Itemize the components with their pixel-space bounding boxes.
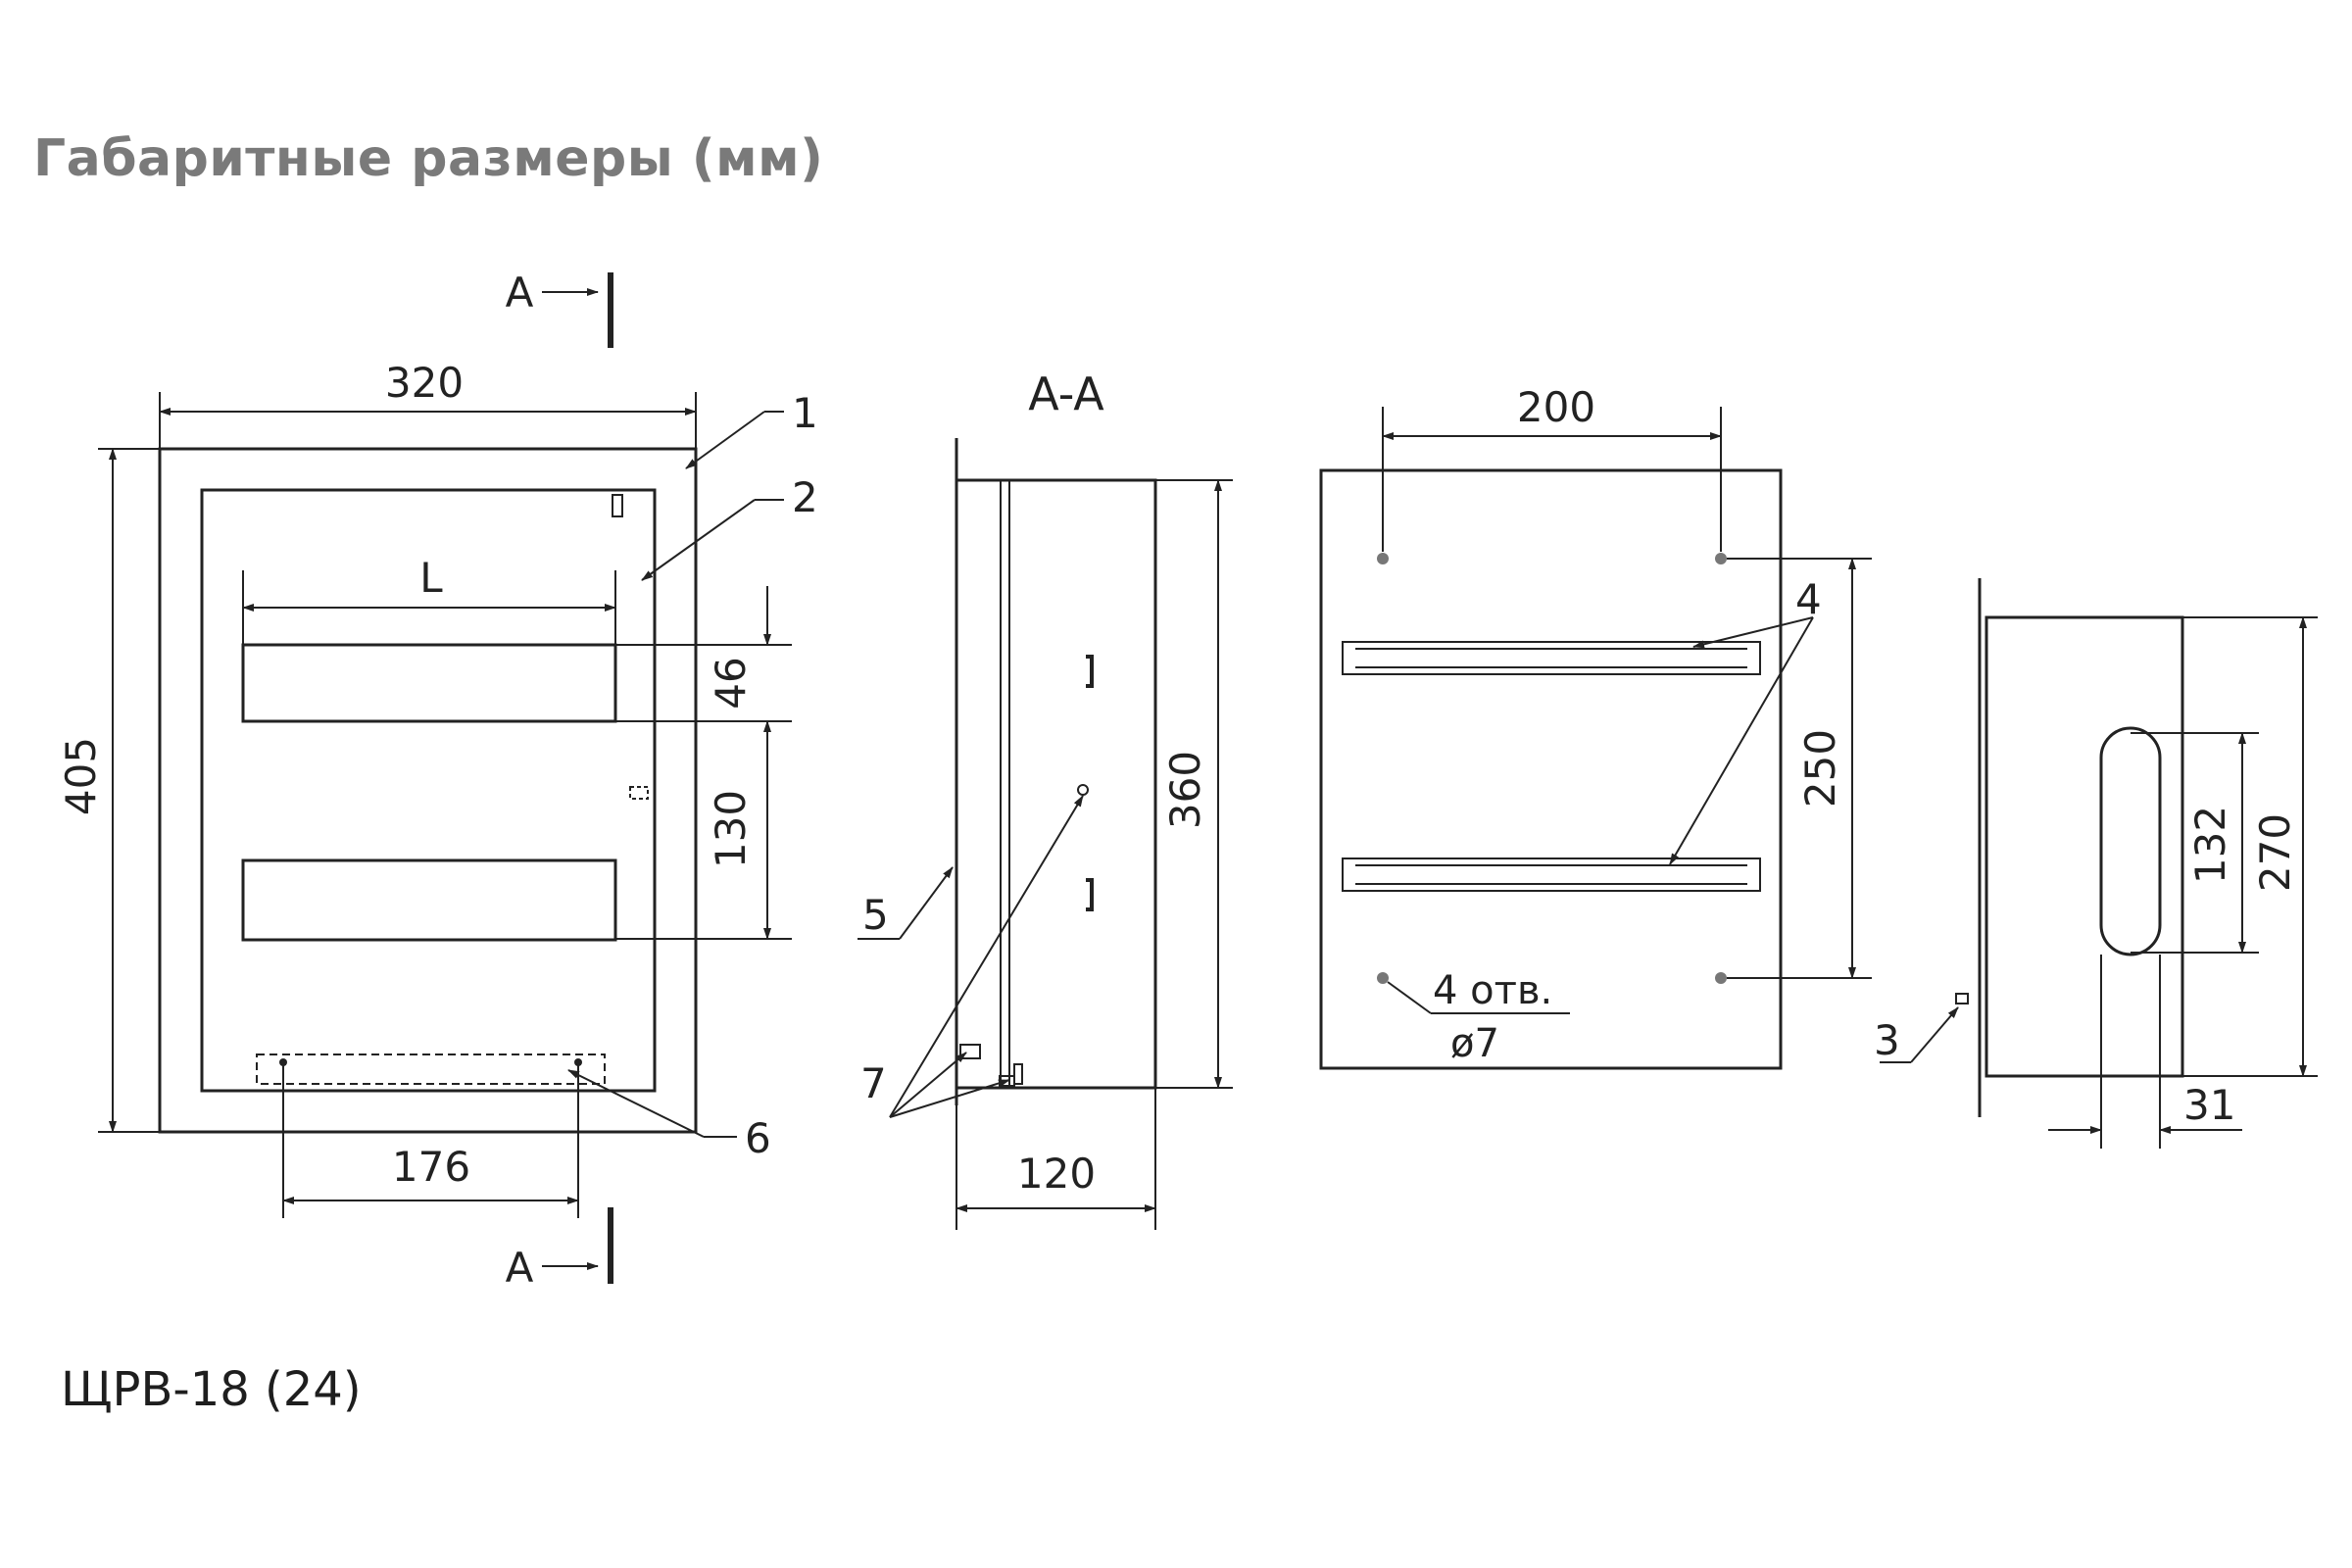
din-rail-bottom [1342, 858, 1761, 892]
outer-frame [158, 447, 698, 1134]
section-title: A-A [1028, 368, 1104, 420]
callout-7: 7 [860, 1059, 887, 1107]
callout-1: 1 [792, 389, 818, 437]
dim-bar-span-label: 176 [392, 1143, 470, 1191]
inner-frame [200, 488, 657, 1093]
back-panel [1319, 468, 1783, 1070]
dim-width-label: 320 [385, 359, 464, 407]
front-view: 320 405 L 46 130 176 A A 1 [57, 269, 818, 1292]
callout-5: 5 [862, 891, 889, 939]
dim-slot-height-label: 132 [2186, 806, 2234, 884]
dim-side-height-label: 270 [2251, 813, 2299, 892]
dim-hole-pitch-label: 250 [1796, 729, 1844, 808]
rail-bracket-top [1086, 655, 1094, 688]
dim-hole-span-label: 200 [1517, 383, 1595, 431]
side-hook [1955, 993, 1969, 1004]
holes-diameter-label: ø7 [1450, 1021, 1499, 1066]
rail-bracket-bottom [1086, 878, 1094, 911]
section-mark-top: A [506, 269, 534, 317]
back-view: 200 250 4 4 отв. ø7 [1319, 383, 1872, 1070]
side-view: 270 132 31 3 [1874, 578, 2318, 1149]
terminal-bar [256, 1054, 606, 1085]
dim-rail-length-label: L [419, 554, 443, 602]
cable-slot [2099, 726, 2162, 956]
dim-depth-label: 120 [1017, 1150, 1096, 1198]
mount-hole-top-right [1715, 553, 1727, 564]
mount-hole-bottom-right [1715, 972, 1727, 984]
section-body [955, 478, 1157, 1090]
section-view: A-A 360 120 5 7 [858, 368, 1233, 1230]
dim-row-pitch-label: 130 [707, 790, 755, 868]
module-window-top [241, 643, 617, 723]
callout-4: 4 [1795, 575, 1822, 623]
model-label: ЩРВ-18 (24) [61, 1362, 362, 1417]
lock-notch-top [612, 494, 623, 517]
side-body [1984, 615, 2184, 1078]
dim-height-label: 405 [57, 737, 105, 815]
lock-notch-side [629, 786, 649, 800]
mount-hole-top-left [1377, 553, 1389, 564]
dim-section-height-label: 360 [1161, 751, 1209, 829]
mount-hole [1077, 784, 1089, 796]
callout-2: 2 [792, 473, 818, 521]
din-rail-top [1342, 641, 1761, 675]
callout-6: 6 [745, 1114, 771, 1162]
callout-3: 3 [1874, 1016, 1900, 1064]
holes-count-label: 4 отв. [1433, 968, 1552, 1013]
mount-hole-bottom-left [1377, 972, 1389, 984]
dim-slot-offset-label: 31 [2183, 1081, 2235, 1129]
dim-row-height-label: 46 [707, 657, 755, 709]
module-window-bottom [241, 858, 617, 942]
section-mark-bottom: A [506, 1244, 534, 1292]
page-title: Габаритные размеры (мм) [33, 129, 824, 188]
